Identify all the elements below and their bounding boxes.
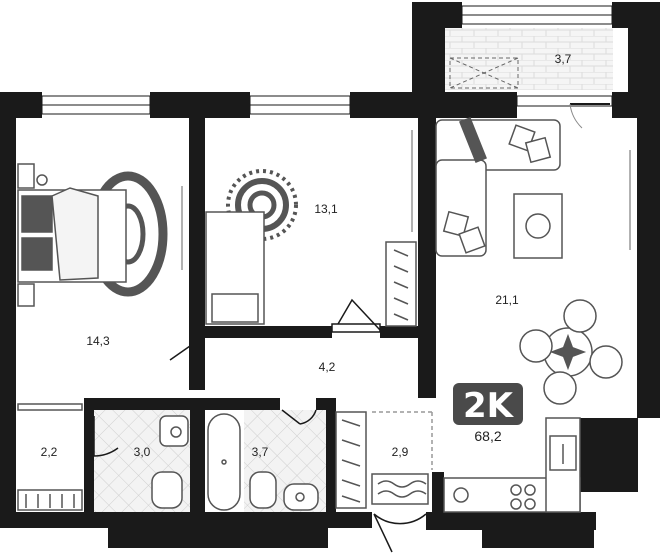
kids-room-area: 13,1: [314, 202, 338, 216]
living-room-furniture: [435, 117, 631, 405]
entrance-area: 2,9: [392, 445, 409, 459]
kitchen-furniture: [443, 417, 581, 513]
wardrobe-area: 2,2: [41, 445, 58, 459]
bedroom-furniture: [17, 163, 183, 307]
living-kitchen-area: 21,1: [495, 293, 519, 307]
kids-room-furniture: [205, 130, 417, 333]
walls: [0, 2, 660, 548]
balcony-area: 3,7: [555, 52, 572, 66]
toilet-area: 3,0: [134, 445, 151, 459]
bathroom-area: 3,7: [252, 445, 269, 459]
bedroom-area: 14,3: [86, 334, 110, 348]
balcony-furniture: [449, 57, 610, 129]
total-area: 68,2: [474, 428, 501, 444]
doors: [93, 345, 427, 553]
hall-area: 4,2: [319, 360, 336, 374]
balcony-floor: [445, 28, 613, 90]
windows: [41, 5, 613, 115]
apartment-type-badge: [453, 383, 523, 425]
apartment-type: 2K: [463, 386, 515, 426]
utility-furniture: [17, 403, 433, 511]
